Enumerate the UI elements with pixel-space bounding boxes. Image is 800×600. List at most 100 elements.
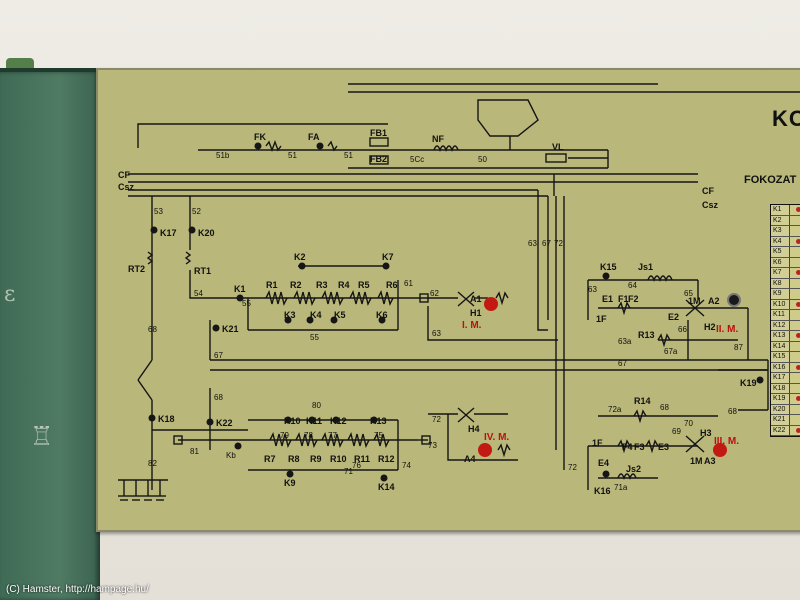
label-h4: H4 — [468, 424, 480, 434]
circuit-diagram — [118, 83, 800, 501]
label-1f-lower: 1F — [592, 438, 603, 448]
table-row: K20 — [771, 404, 800, 415]
table-row-label: K12 — [773, 321, 786, 329]
table-row-label: K2 — [773, 216, 782, 224]
label-r8: R8 — [288, 454, 300, 464]
table-cell — [789, 215, 800, 225]
label-72a: 72a — [608, 405, 622, 414]
label-68-left: 68 — [148, 325, 157, 334]
label-r4: R4 — [338, 280, 350, 290]
table-row: K16 — [771, 362, 800, 373]
label-67-bus: 67 — [542, 239, 551, 248]
label-r12: R12 — [378, 454, 395, 464]
label-64: 64 — [628, 281, 637, 290]
table-dot — [796, 270, 800, 275]
label-f3: F3 — [634, 442, 645, 452]
label-f4: F4 — [622, 442, 633, 452]
label-65: 65 — [684, 289, 693, 298]
label-61: 61 — [404, 279, 413, 288]
label-k4: K4 — [310, 310, 322, 320]
label-r14: R14 — [634, 396, 651, 406]
label-k20: K20 — [198, 228, 215, 238]
label-e1: E1 — [602, 294, 613, 304]
table-cell — [789, 268, 800, 278]
label-h3: H3 — [700, 428, 712, 438]
table-cell — [789, 289, 800, 299]
label-82: 82 — [148, 459, 157, 468]
label-f2: F2 — [628, 294, 639, 304]
label-motor-3: III. M. — [714, 436, 739, 447]
table-cell — [789, 226, 800, 236]
table-cell — [789, 247, 800, 257]
table-row: K14 — [771, 341, 800, 352]
label-72-left: 72 — [432, 415, 441, 424]
label-rt2: RT2 — [128, 264, 145, 274]
label-h2: H2 — [704, 322, 716, 332]
label-75: 75 — [374, 431, 383, 440]
table-row: K1 — [771, 205, 800, 216]
label-63-bus: 63 — [528, 239, 537, 248]
table-row-label: K18 — [773, 384, 786, 392]
table-row-label: K8 — [773, 279, 782, 287]
label-e3: E3 — [658, 442, 669, 452]
label-a4: A4 — [464, 454, 476, 464]
table-row: K17 — [771, 373, 800, 384]
label-79: 79 — [280, 431, 289, 440]
table-dot — [796, 396, 800, 401]
table-dot — [796, 333, 800, 338]
label-csz-left: Csz — [118, 182, 135, 192]
label-motor-1: I. M. — [462, 320, 482, 331]
label-67-left: 67 — [214, 351, 223, 360]
label-a2: A2 — [708, 296, 720, 306]
table-row-label: K22 — [773, 426, 786, 434]
table-cell — [789, 278, 800, 288]
label-r7: R7 — [264, 454, 276, 464]
copyright-text: (C) Hamster, http://hampage.hu/ — [6, 584, 149, 595]
table-row: K5 — [771, 247, 800, 258]
label-50: 50 — [478, 155, 487, 164]
label-77: 77 — [328, 431, 337, 440]
label-motor-4: IV. M. — [484, 432, 509, 443]
table-row-label: K16 — [773, 363, 786, 371]
table-dot — [796, 207, 800, 212]
label-5cc: 5Cc — [410, 155, 424, 164]
label-fa: FA — [308, 132, 320, 142]
table-cell — [789, 310, 800, 320]
label-nf: NF — [432, 134, 444, 144]
label-55-b: 55 — [310, 333, 319, 342]
label-63-left: 63 — [432, 329, 441, 338]
label-87: 87 — [734, 343, 743, 352]
table-cell — [789, 362, 800, 372]
label-k21: K21 — [222, 324, 239, 334]
label-r5: R5 — [358, 280, 370, 290]
label-motor-2: II. M. — [716, 324, 738, 335]
label-55-a: 55 — [242, 299, 251, 308]
label-k5: K5 — [334, 310, 346, 320]
table-row: K19 — [771, 394, 800, 405]
table-row: K22 — [771, 425, 800, 436]
chalk-scribble: ɛ — [4, 282, 16, 307]
label-rt1: RT1 — [194, 266, 211, 276]
label-a3: A3 — [704, 456, 716, 466]
table-cell — [789, 415, 800, 425]
table-row: K15 — [771, 352, 800, 363]
label-68-lower: 68 — [214, 393, 223, 402]
label-r6: R6 — [386, 280, 398, 290]
label-1m-lower: 1M — [690, 456, 703, 466]
table-row-label: K7 — [773, 269, 782, 276]
table-cell — [789, 331, 800, 341]
table-row-label: K17 — [773, 374, 786, 381]
label-e2: E2 — [668, 312, 679, 322]
label-80: 80 — [312, 401, 321, 410]
table-cell — [789, 257, 800, 267]
label-r3: R3 — [316, 280, 328, 290]
label-r9: R9 — [310, 454, 322, 464]
table-row-label: K6 — [773, 258, 782, 266]
table-row-label: K4 — [773, 237, 782, 245]
label-r2: R2 — [290, 280, 302, 290]
label-66: 66 — [678, 325, 687, 334]
table-cell — [789, 341, 800, 351]
label-r13: R13 — [638, 330, 655, 340]
label-67-right: 67 — [618, 359, 627, 368]
label-k3: K3 — [284, 310, 296, 320]
